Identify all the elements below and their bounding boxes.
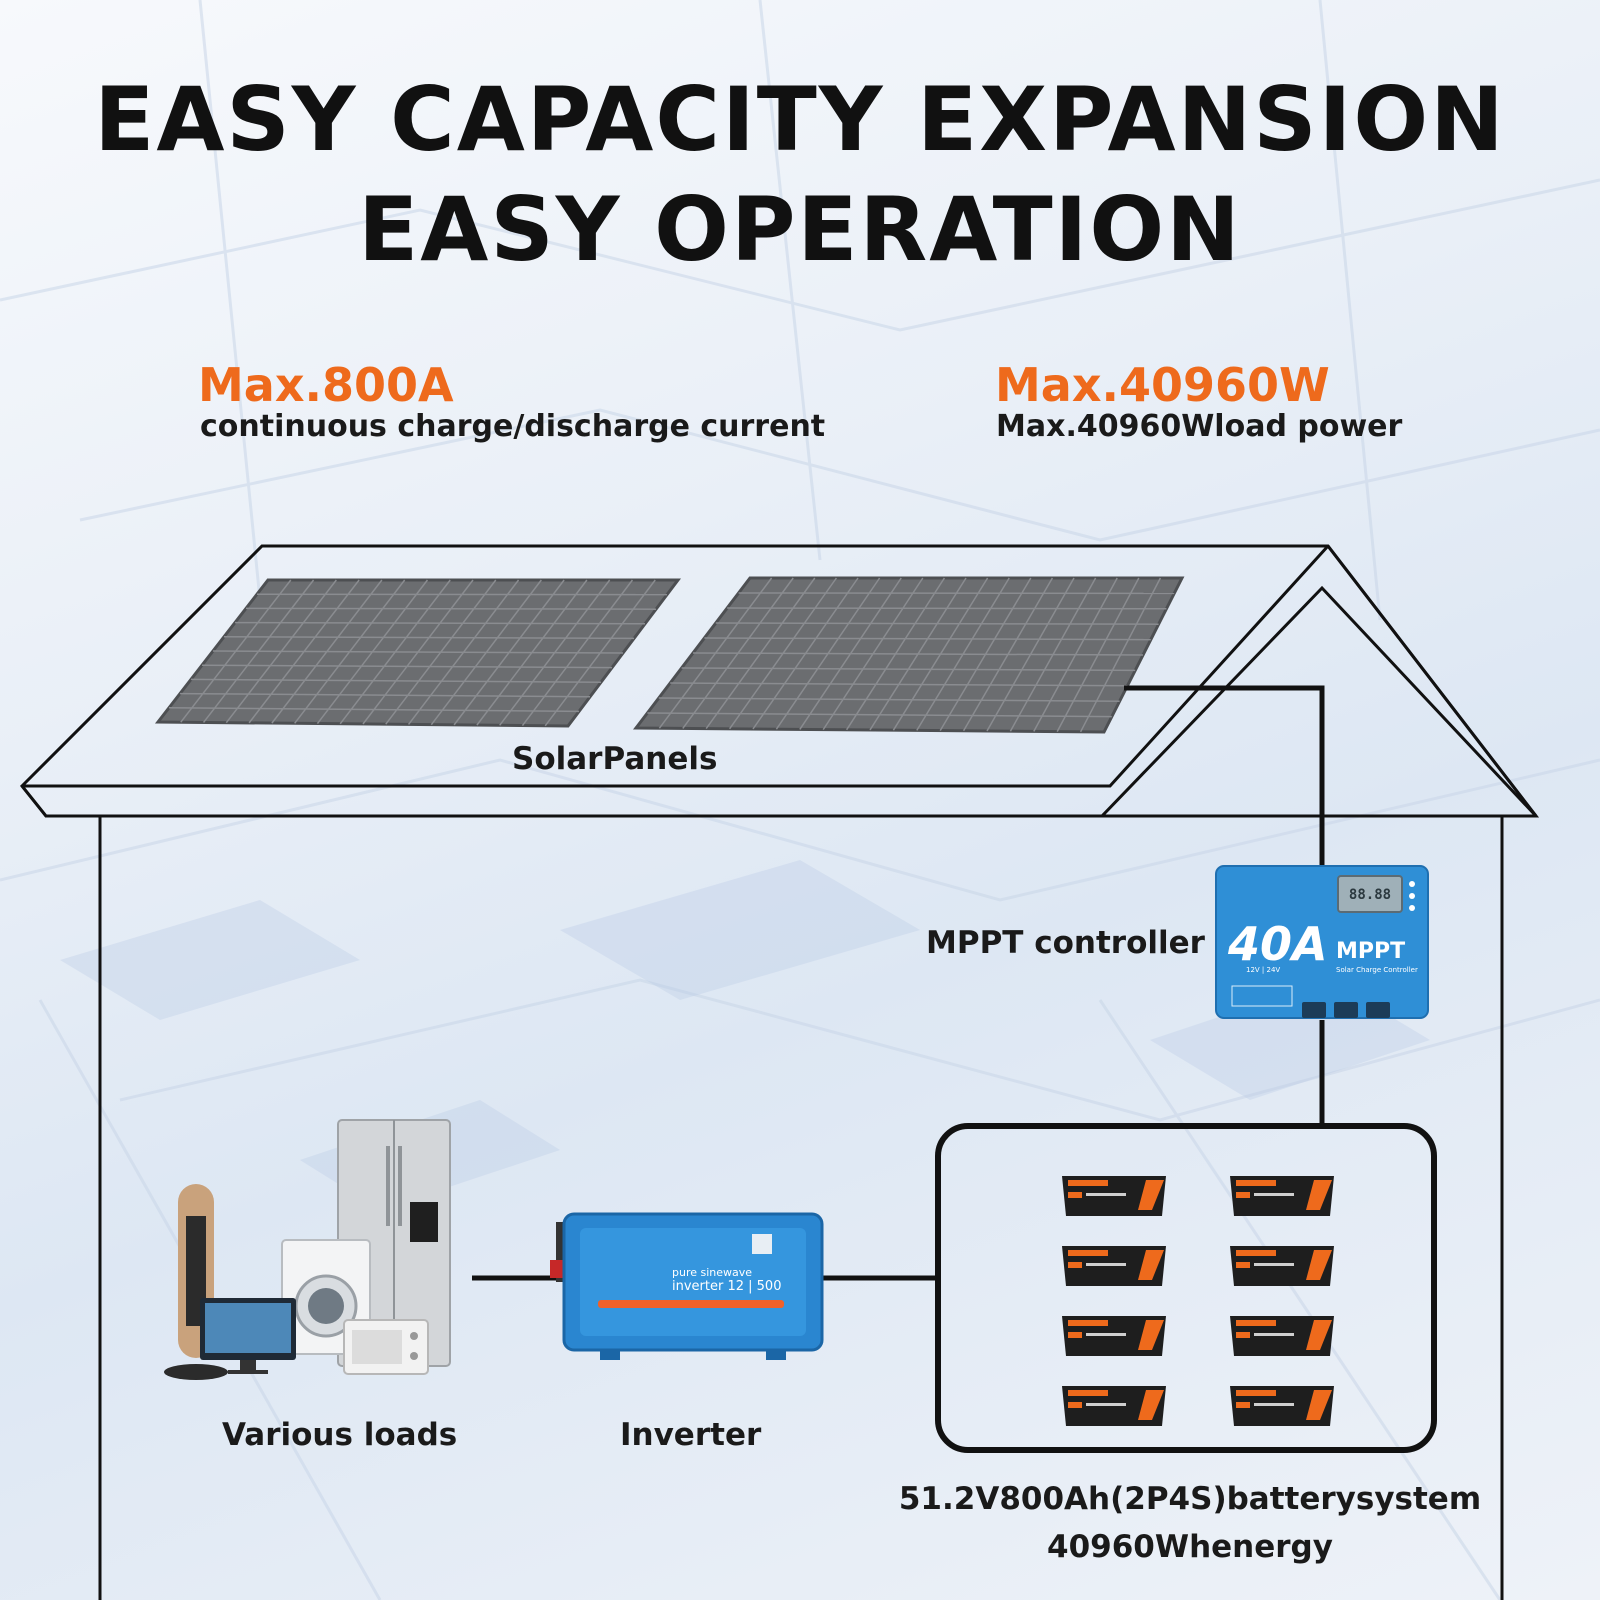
battery-unit bbox=[1230, 1386, 1334, 1426]
inverter-line1: pure sinewave bbox=[672, 1266, 752, 1279]
inverter-label: Inverter bbox=[620, 1417, 762, 1453]
title-line-2: EASY OPERATION bbox=[358, 178, 1242, 281]
battery-unit bbox=[1230, 1176, 1334, 1216]
stat-current-description: continuous charge/discharge current bbox=[200, 409, 826, 444]
stat-power-description: Max.40960Wload power bbox=[996, 409, 1403, 444]
battery-system-spec: 51.2V800Ah(2P4S)batterysystem bbox=[898, 1481, 1482, 1517]
battery-unit bbox=[1230, 1316, 1334, 1356]
inverter-qr-code bbox=[752, 1234, 772, 1254]
mppt-type: MPPT bbox=[1336, 939, 1405, 964]
mppt-display-readout: 88.88 bbox=[1349, 887, 1391, 903]
mppt-controller-label: MPPT controller bbox=[926, 925, 1205, 961]
various-loads-label: Various loads bbox=[222, 1417, 458, 1453]
battery-enclosure bbox=[935, 1123, 1437, 1453]
oven-icon bbox=[343, 1319, 429, 1375]
mppt-voltage: 12V | 24V bbox=[1246, 966, 1280, 974]
house-outline bbox=[19, 544, 1540, 1600]
inverter-orange-stripe bbox=[598, 1300, 784, 1308]
terminal-solar bbox=[1302, 1002, 1326, 1018]
terminal-load bbox=[1366, 1002, 1390, 1018]
battery-system bbox=[935, 1123, 1437, 1453]
stat-current-value: Max.800A bbox=[198, 358, 454, 412]
wire-panels-to-mppt bbox=[1124, 685, 1325, 868]
mppt-controller: 88.88 40A MPPT 12V | 24V Solar Charge Co… bbox=[1215, 865, 1429, 1019]
solar-panel-left bbox=[154, 578, 682, 728]
stat-power-value: Max.40960W bbox=[995, 358, 1330, 412]
various-loads bbox=[164, 1119, 451, 1380]
battery-unit bbox=[1062, 1386, 1166, 1426]
battery-system-energy: 40960Whenergy bbox=[1047, 1529, 1333, 1565]
mppt-rating: 40A bbox=[1227, 917, 1328, 971]
inverter: pure sinewave inverter 12 | 500 bbox=[550, 1212, 824, 1360]
solar-panels-label: SolarPanels bbox=[512, 741, 718, 777]
mppt-subtitle: Solar Charge Controller bbox=[1336, 966, 1418, 974]
title-line-1: EASY CAPACITY EXPANSION bbox=[94, 68, 1506, 171]
battery-unit bbox=[1062, 1176, 1166, 1216]
battery-unit bbox=[1062, 1246, 1166, 1286]
monitor-icon bbox=[200, 1298, 296, 1374]
wiring bbox=[472, 685, 1325, 1281]
mppt-display bbox=[1337, 875, 1403, 913]
battery-unit bbox=[1230, 1246, 1334, 1286]
battery-unit bbox=[1062, 1316, 1166, 1356]
terminal-battery bbox=[1334, 1002, 1358, 1018]
inverter-line2: inverter 12 | 500 bbox=[672, 1279, 781, 1294]
solar-panel-right bbox=[632, 576, 1185, 734]
